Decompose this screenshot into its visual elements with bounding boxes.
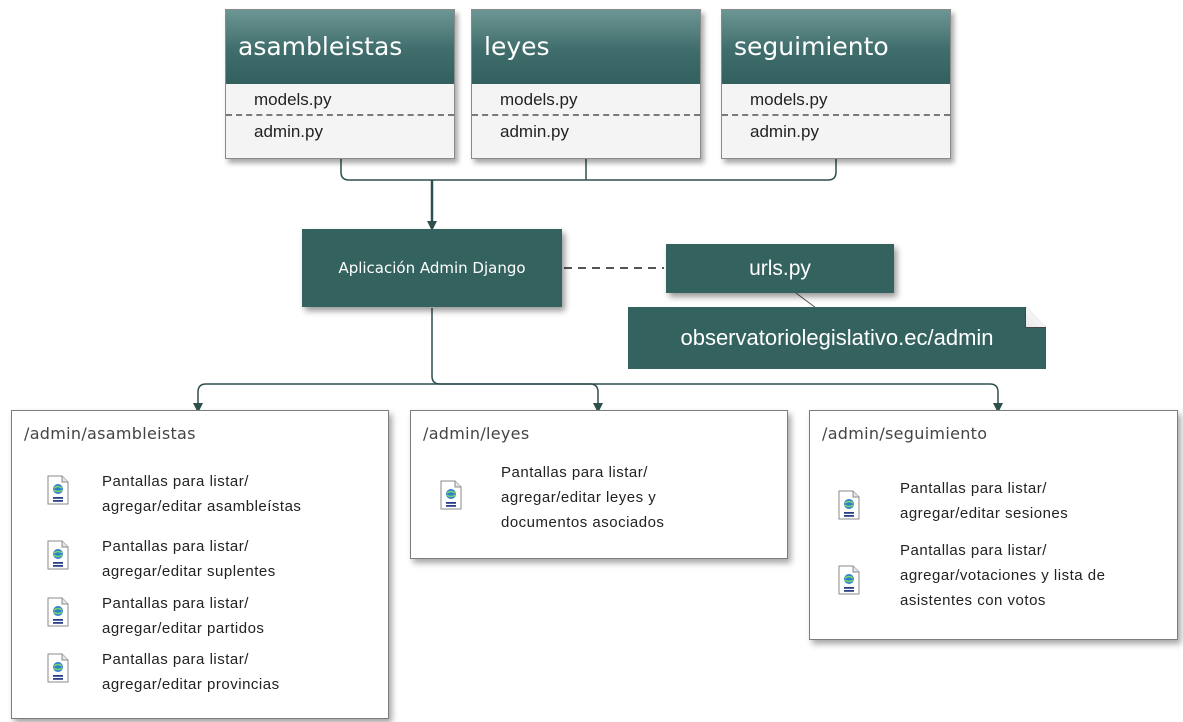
- module-title: asambleistas: [226, 10, 454, 84]
- link-urls-to-note: [795, 292, 817, 309]
- panel-title: /admin/asambleistas: [24, 424, 196, 443]
- module-title: leyes: [472, 10, 700, 84]
- urls-label: urls.py: [749, 256, 811, 280]
- item-line: agregar/editar suplentes: [102, 563, 276, 580]
- folded-corner-icon: [1025, 307, 1046, 328]
- url-note-label: observatoriolegislativo.ec/admin: [680, 325, 994, 350]
- item-line: agregar/editar partidos: [102, 620, 265, 637]
- item-line: Pantallas para listar/: [900, 480, 1047, 497]
- module-file: models.py: [472, 84, 700, 116]
- admin-app-label: Aplicación Admin Django: [338, 259, 526, 277]
- web-page-document-icon: [838, 565, 860, 595]
- module-asambleistas: asambleistas models.py admin.py: [225, 9, 455, 159]
- panel-title: /admin/leyes: [423, 424, 530, 443]
- url-note: observatoriolegislativo.ec/admin: [628, 307, 1046, 369]
- connector-branch-leyes: [432, 383, 603, 413]
- admin-app-node: Aplicación Admin Django: [302, 229, 562, 307]
- panel-seguimiento: /admin/seguimiento Pantallas para listar…: [809, 410, 1178, 640]
- item-line: Pantallas para listar/: [102, 538, 249, 555]
- module-file: admin.py: [500, 122, 569, 141]
- item-line: Pantallas para listar/: [501, 464, 648, 481]
- item-line: agregar/editar sesiones: [900, 505, 1069, 522]
- module-file: admin.py: [254, 122, 323, 141]
- item-line: asistentes con votos: [900, 592, 1046, 609]
- item-line: documentos asociados: [501, 514, 665, 531]
- item-line: agregar/editar provincias: [102, 676, 280, 693]
- panel-leyes: /admin/leyes Pantallas para listar/ agre…: [410, 410, 788, 559]
- urls-node: urls.py: [666, 244, 894, 293]
- panel-title: /admin/seguimiento: [822, 424, 988, 443]
- module-seguimiento: seguimiento models.py admin.py: [721, 9, 951, 159]
- module-file: models.py: [226, 84, 454, 116]
- item-line: agregar/editar leyes y: [501, 489, 657, 506]
- item-line: Pantallas para listar/: [900, 542, 1047, 559]
- web-page-document-icon: [47, 597, 69, 627]
- item-line: Pantallas para listar/: [102, 595, 249, 612]
- item-line: Pantallas para listar/: [102, 651, 249, 668]
- web-page-document-icon: [47, 653, 69, 683]
- item-line: Pantallas para listar/: [102, 473, 249, 490]
- web-page-document-icon: [47, 540, 69, 570]
- module-title: seguimiento: [722, 10, 950, 84]
- item-line: agregar/votaciones y lista de: [900, 567, 1106, 584]
- panel-asambleistas: /admin/asambleistas Pantallas para lista…: [11, 410, 389, 719]
- module-file: admin.py: [750, 122, 819, 141]
- connector-branch-asambleistas: [193, 383, 432, 413]
- module-leyes: leyes models.py admin.py: [471, 9, 701, 159]
- web-page-document-icon: [838, 490, 860, 520]
- item-line: agregar/editar asambleístas: [102, 498, 302, 515]
- module-file: models.py: [722, 84, 950, 116]
- web-page-document-icon: [47, 475, 69, 505]
- connector-modules-merge: [340, 158, 837, 181]
- web-page-document-icon: [440, 480, 462, 510]
